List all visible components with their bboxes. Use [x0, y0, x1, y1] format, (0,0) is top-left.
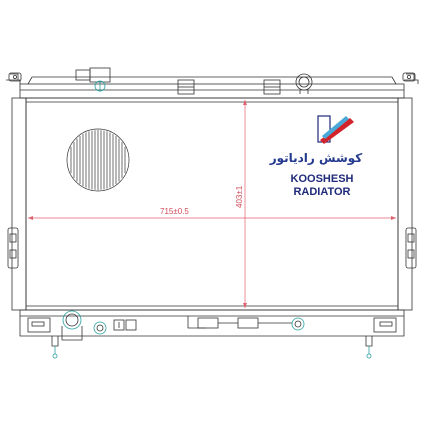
- brand-name-line2: RADIATOR: [293, 186, 350, 198]
- height-dimension: 403±1: [235, 100, 247, 308]
- outlet-pipe: [61, 310, 83, 341]
- top-tabs: [177, 73, 313, 95]
- drain-plug: [93, 319, 137, 335]
- filler-cap: [75, 67, 111, 92]
- top-tank: [6, 73, 419, 99]
- top-left-mount: [8, 72, 22, 82]
- right-side-tank: [397, 97, 417, 311]
- width-dimension: 715±0.5: [28, 207, 396, 220]
- top-right-mount: [402, 72, 416, 82]
- bottom-tank: [19, 309, 405, 337]
- brand-logo: کوشش رادیاتور KOOSHESH RADIATOR: [269, 115, 363, 198]
- left-side-tank: [7, 97, 27, 311]
- brand-persian-name: کوشش رادیاتور: [269, 151, 363, 166]
- fan-grille: [66, 128, 130, 192]
- height-dimension-label: 403±1: [235, 185, 244, 208]
- brand-name-line1: KOOSHESH: [291, 173, 354, 185]
- bottom-feet: [51, 336, 373, 359]
- oil-cooler-line: [187, 316, 305, 331]
- width-dimension-label: 715±0.5: [160, 207, 189, 216]
